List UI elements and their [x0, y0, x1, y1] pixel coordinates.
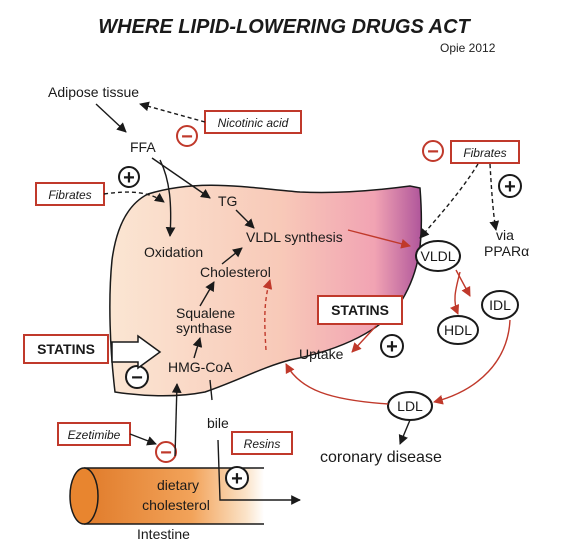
hdl-ellipse — [437, 315, 479, 345]
arrow-nicotinic-adipose — [139, 101, 206, 123]
resins-label: Resins — [244, 437, 281, 451]
via-label: via — [496, 227, 514, 243]
arrow-vldl-export — [347, 229, 411, 249]
resins-box — [231, 431, 293, 455]
arrow-statins-uptake — [351, 325, 377, 353]
squalene-label-2: synthase — [176, 320, 232, 336]
drug-action-arrows — [103, 101, 500, 239]
arrow-cholesterol-vldl — [221, 247, 243, 265]
arrow-vldl-hdl — [450, 271, 461, 315]
minus-icon-fibrates-right: − — [422, 140, 444, 163]
svg-text:−: − — [181, 126, 193, 148]
arrow-dietary-hmgcoa — [171, 383, 182, 457]
ppar-label: PPARα — [484, 243, 529, 259]
statins-right-label: STATINS — [331, 302, 389, 318]
intestine-label: Intestine — [137, 526, 190, 541]
dietary-label-1: dietary — [157, 477, 199, 493]
arrow-bile-out — [209, 379, 300, 500]
credit-text: Opie 2012 — [440, 41, 496, 55]
svg-text:+: + — [231, 468, 243, 490]
idl-ellipse — [481, 290, 519, 320]
fibrates-right-label: Fibrates — [463, 146, 506, 160]
svg-text:+: + — [123, 167, 135, 189]
nicotinic-acid-label: Nicotinic acid — [218, 116, 289, 130]
svg-text:−: − — [131, 367, 143, 389]
arrow-adipose-ffa — [95, 103, 127, 133]
minus-icon-nicotinic: − — [176, 125, 198, 148]
svg-text:+: + — [386, 336, 398, 358]
plus-icon-fibrates-right: + — [498, 174, 522, 198]
hdl-label: HDL — [444, 322, 472, 338]
fibrates-left-label: Fibrates — [48, 188, 91, 202]
vldl-label: VLDL — [420, 248, 455, 264]
arrow-tg-vldl — [235, 209, 255, 229]
liver-shape — [109, 184, 423, 397]
statins-right-box — [317, 295, 403, 325]
oxidation-label: Oxidation — [144, 244, 203, 260]
minus-icon-ezetimibe: − — [155, 441, 177, 464]
bile-label: bile — [207, 415, 229, 431]
plus-icon-resins: + — [225, 466, 249, 490]
arrow-ffa-oxidation — [159, 159, 176, 237]
arrow-squalene-cholesterol — [199, 281, 215, 307]
plus-icon-fibrates-left: + — [118, 166, 140, 189]
diagram-title: WHERE LIPID-LOWERING DRUGS ACT — [98, 16, 471, 38]
svg-text:−: − — [160, 442, 172, 464]
arrow-ldl-uptake — [285, 363, 389, 405]
pathway-arrows — [95, 103, 411, 500]
idl-label: IDL — [489, 297, 511, 313]
vldl-synthesis-label: VLDL synthesis — [246, 229, 343, 245]
arrow-fibrates-ppar — [489, 163, 500, 231]
arrow-idl-ldl — [433, 319, 511, 405]
svg-text:−: − — [427, 141, 439, 163]
minus-icon-statins: − — [125, 365, 149, 389]
tg-label: TG — [218, 193, 237, 209]
hmgcoa-label: HMG-CoA — [168, 359, 233, 375]
dietary-label-2: cholesterol — [142, 497, 210, 513]
adipose-tissue-label: Adipose tissue — [48, 84, 139, 100]
squalene-label-1: Squalene — [176, 305, 235, 321]
arrow-vldl-idl — [455, 269, 471, 297]
plus-icon-statins-right: + — [380, 334, 404, 358]
svg-text:+: + — [504, 176, 516, 198]
arrow-ldl-coronary — [398, 419, 411, 445]
arrow-dashed-cholesterol — [262, 279, 273, 351]
coronary-disease-label: coronary disease — [320, 449, 442, 466]
arrow-fibrates-left — [103, 191, 165, 203]
cholesterol-label: Cholesterol — [200, 264, 271, 280]
ezetimibe-label: Ezetimibe — [68, 428, 121, 442]
statins-left-box — [23, 334, 109, 364]
vldl-ellipse — [415, 240, 461, 272]
statins-left-label: STATINS — [37, 341, 95, 357]
ldl-label: LDL — [397, 398, 423, 414]
uptake-label: Uptake — [299, 346, 344, 362]
fibrates-right-box — [450, 140, 520, 164]
statins-block-arrow — [111, 334, 162, 370]
arrow-hmgcoa-squalene — [192, 337, 203, 359]
red-arrows — [262, 229, 511, 405]
ffa-label: FFA — [130, 139, 156, 155]
arrow-fibrates-vldl — [419, 163, 479, 239]
arrow-ezetimibe-inhibit — [129, 433, 157, 446]
